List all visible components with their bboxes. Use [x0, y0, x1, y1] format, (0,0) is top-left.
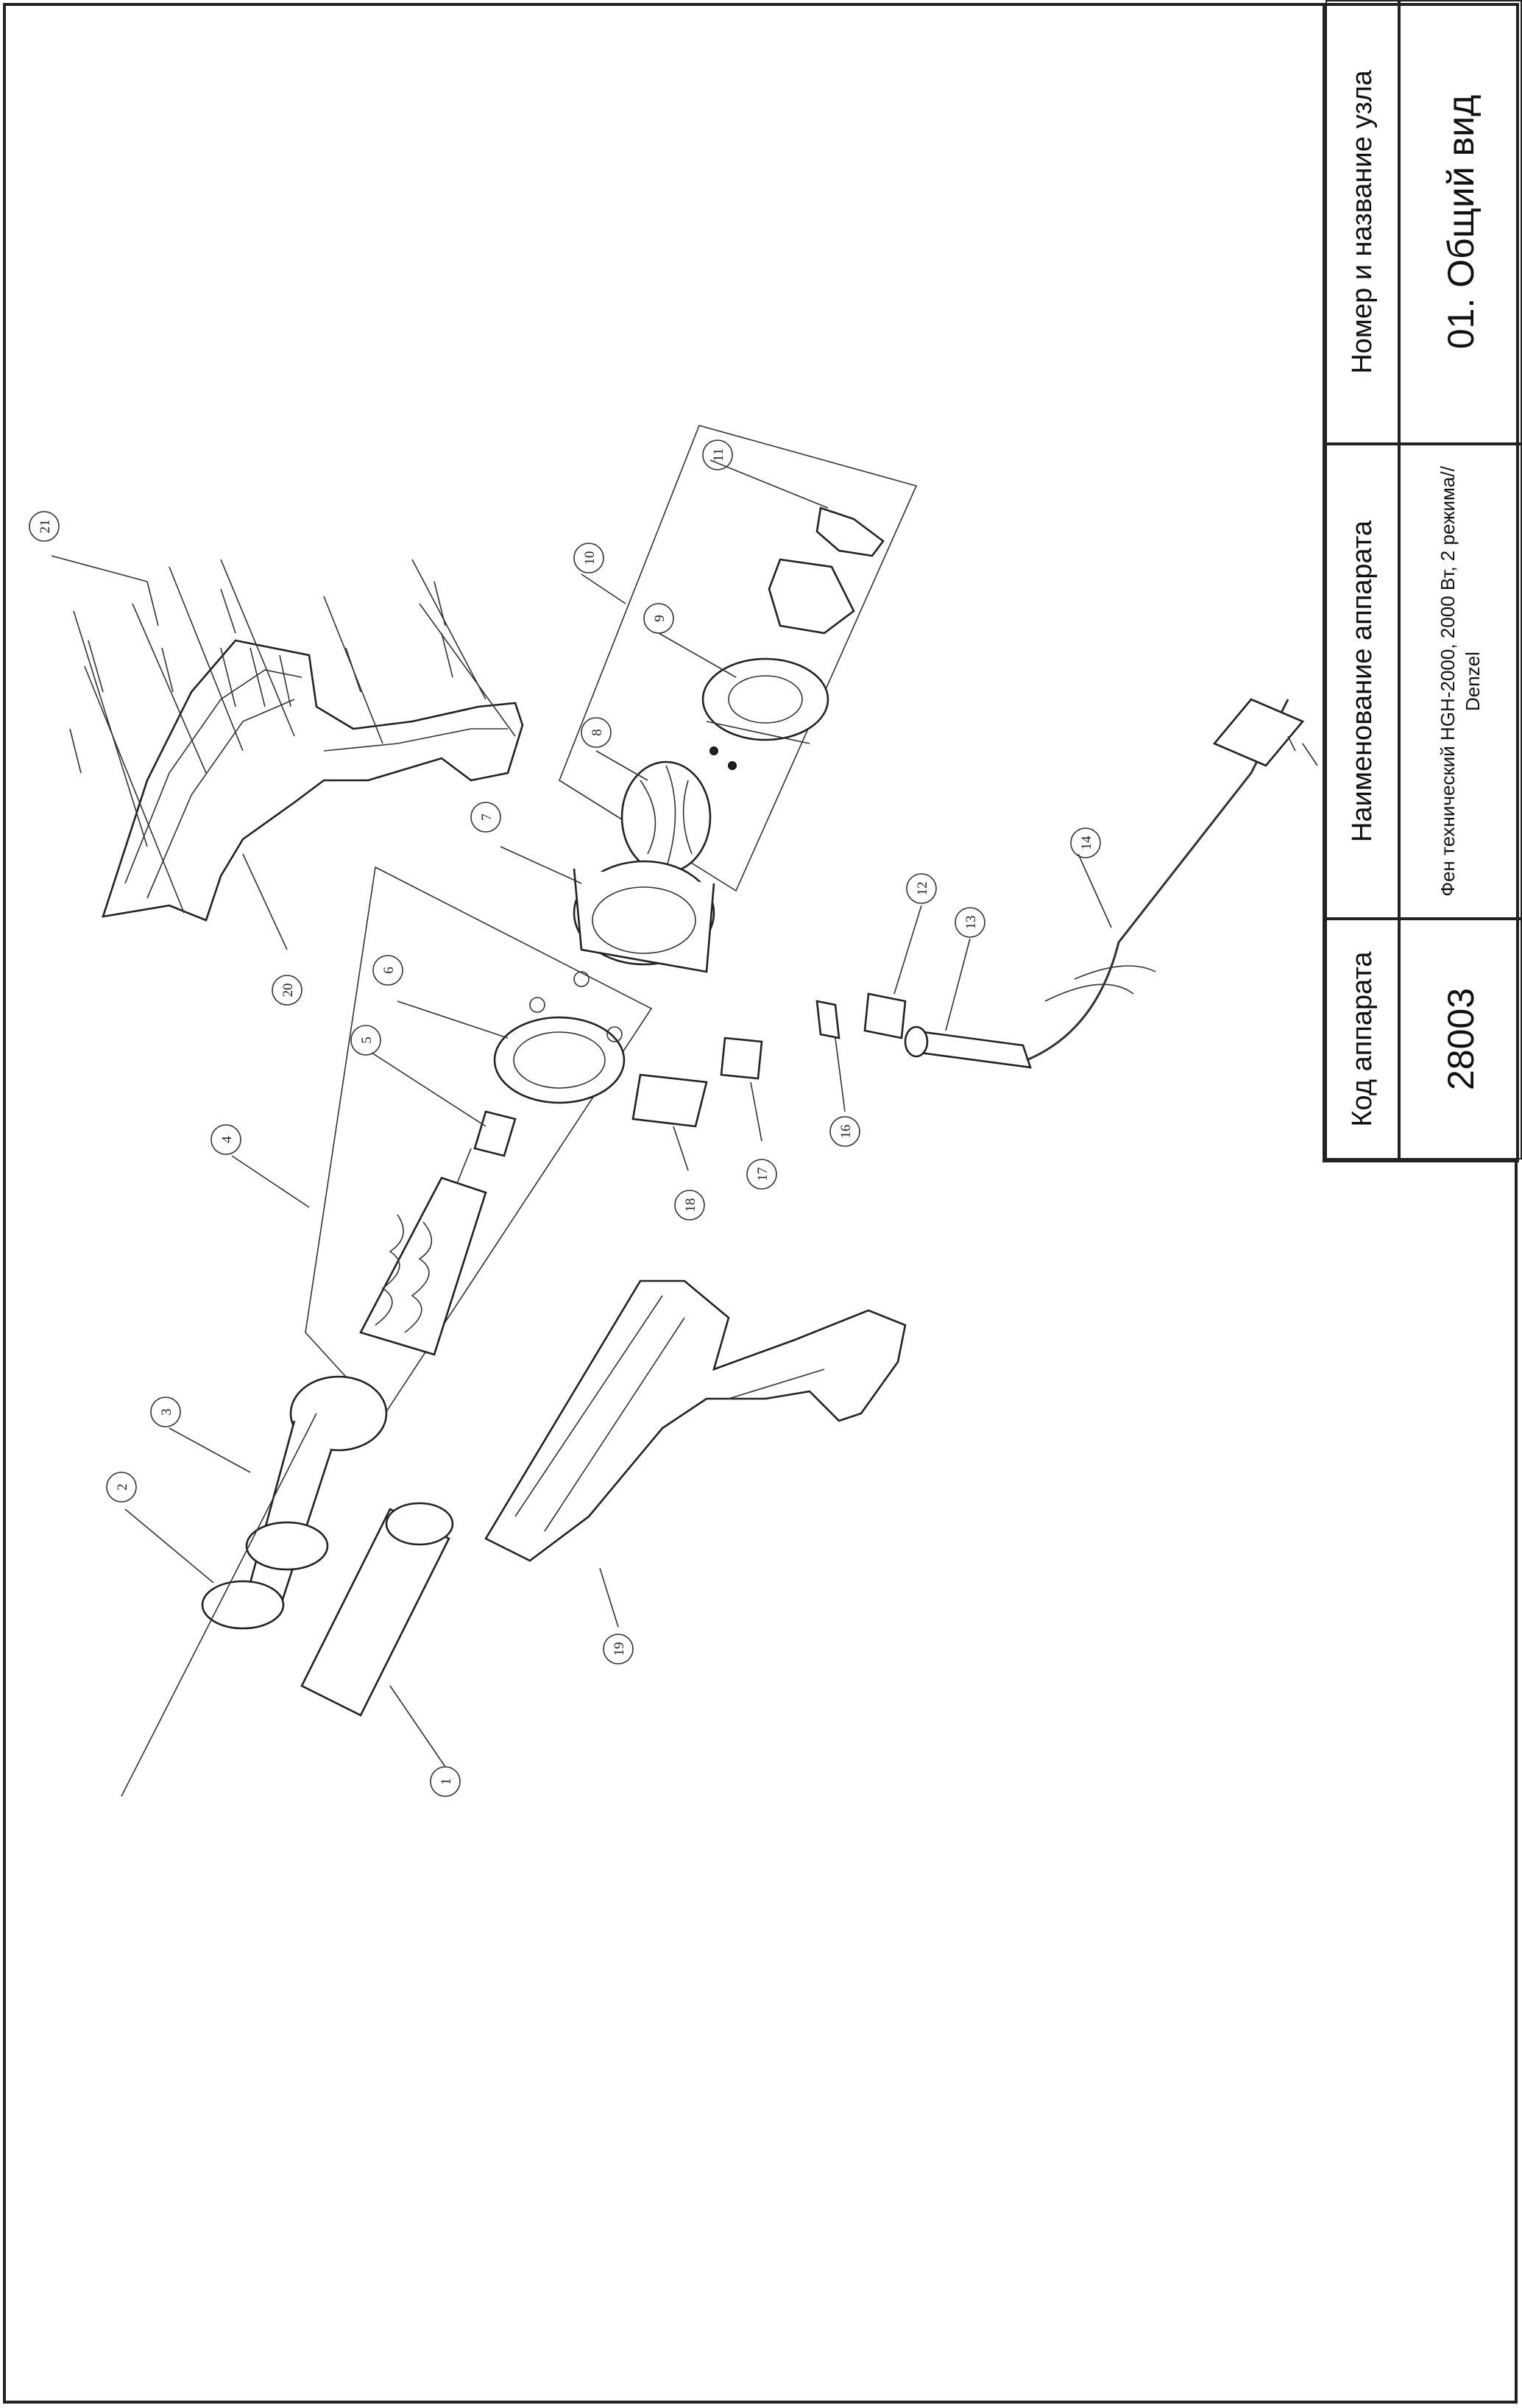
svg-text:4: 4 [219, 1136, 235, 1143]
part-6-ring [493, 971, 626, 1104]
svg-text:8: 8 [590, 729, 605, 736]
svg-text:9: 9 [652, 615, 668, 622]
svg-text:10: 10 [582, 551, 598, 565]
callout-7: 7 [470, 802, 501, 833]
part-9-motor [701, 558, 855, 744]
callout-13: 13 [955, 907, 985, 938]
callout-12: 12 [906, 873, 937, 904]
callout-21: 21 [29, 511, 60, 542]
callout-3: 3 [150, 1397, 181, 1427]
callout-6: 6 [372, 955, 403, 986]
callout-14: 14 [1070, 827, 1101, 858]
part-17-switch [720, 1037, 763, 1080]
callout-5: 5 [350, 1025, 381, 1056]
part-10-motor-group-box [559, 425, 918, 892]
part-11-brush-plate [815, 506, 885, 557]
part-18-switch [631, 1073, 708, 1128]
part-8-impeller [620, 746, 737, 874]
svg-text:2: 2 [115, 1483, 130, 1491]
callout-17: 17 [746, 1159, 777, 1190]
part-12-clamp [863, 992, 907, 1039]
callout-9: 9 [643, 603, 674, 634]
callout-10: 10 [573, 543, 604, 573]
name-header: Наименование аппарата [1325, 444, 1399, 919]
part-16-block [815, 1000, 840, 1039]
callout-8: 8 [581, 717, 612, 748]
part-20-rear-housing [102, 639, 524, 922]
svg-text:21: 21 [38, 520, 53, 534]
title-block: Код аппарата Наименование аппарата Номер… [1323, 0, 1522, 1162]
node-value: 01. Общий вид [1399, 0, 1522, 444]
svg-text:3: 3 [159, 1408, 174, 1416]
svg-text:5: 5 [359, 1037, 375, 1044]
axis-line [121, 1413, 317, 1797]
callout-20: 20 [272, 975, 302, 1006]
callout-4: 4 [210, 1124, 241, 1155]
name-value: Фен технический HGH-2000, 2000 Вт, 2 реж… [1399, 444, 1522, 919]
svg-text:17: 17 [755, 1168, 771, 1182]
svg-text:7: 7 [479, 813, 495, 821]
part-3-flange [245, 1375, 388, 1611]
callout-18: 18 [674, 1190, 705, 1221]
code-header: Код аппарата [1325, 919, 1399, 1159]
callout-11: 11 [702, 439, 733, 470]
part-4-heating-element [359, 1176, 487, 1356]
part-1-nozzle-tube [300, 1502, 454, 1717]
part-13-cable-sleeve [904, 1025, 1032, 1069]
svg-text:12: 12 [915, 882, 930, 896]
callout-2: 2 [106, 1472, 137, 1503]
svg-text:20: 20 [280, 984, 296, 998]
part-5-terminal [456, 1110, 517, 1186]
svg-text:16: 16 [838, 1125, 854, 1139]
callout-1: 1 [430, 1766, 461, 1797]
svg-text:19: 19 [612, 1642, 627, 1656]
part-19-front-housing [484, 1279, 907, 1562]
svg-text:18: 18 [683, 1198, 698, 1212]
part-2-nozzle-ring [201, 1580, 285, 1630]
callout-leaders [51, 459, 1112, 1768]
node-header: Номер и название узла [1325, 0, 1399, 444]
svg-text:1: 1 [439, 1778, 454, 1785]
part-14-power-cord [1026, 698, 1318, 1062]
code-value: 28003 [1399, 919, 1522, 1159]
svg-text:11: 11 [711, 448, 726, 462]
svg-text:14: 14 [1079, 836, 1094, 850]
drawing-frame [3, 3, 1518, 2404]
part-21-screws [69, 559, 516, 914]
part-7-fan-housing [573, 860, 715, 973]
callout-19: 19 [603, 1634, 634, 1664]
callout-16: 16 [829, 1116, 860, 1147]
svg-text:13: 13 [963, 916, 979, 930]
svg-text:6: 6 [381, 967, 397, 974]
